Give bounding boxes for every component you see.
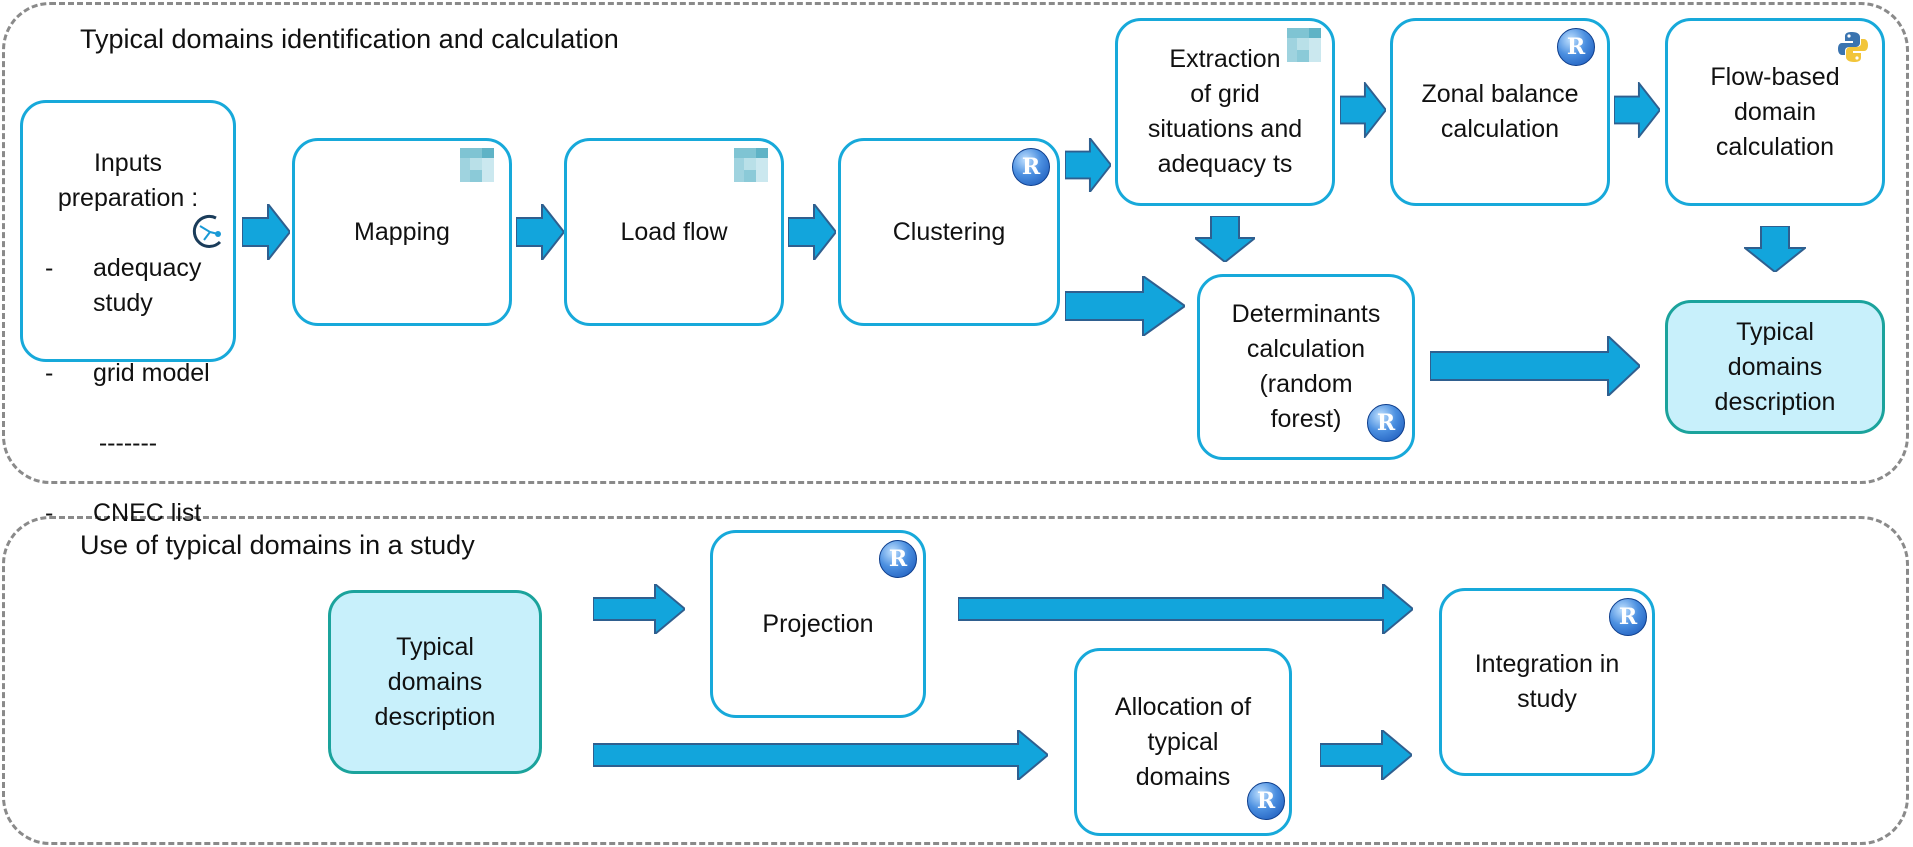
inputs-item-label: adequacy study bbox=[93, 254, 202, 317]
group-identification-title: Typical domains identification and calcu… bbox=[80, 24, 619, 54]
arrow-icon bbox=[1195, 216, 1255, 262]
inputs-item-grid: - grid model bbox=[29, 356, 227, 391]
arrow-icon bbox=[1320, 730, 1412, 780]
group-study-use bbox=[2, 516, 1909, 845]
inputs-separator: ------- bbox=[98, 429, 158, 457]
flow-based-box: Flow-based domain calculation bbox=[1665, 18, 1885, 206]
tool-pixel-icon bbox=[460, 148, 494, 182]
arrow-icon bbox=[1614, 82, 1660, 138]
antares-logo-icon bbox=[192, 214, 222, 248]
tool-pixel-icon bbox=[734, 148, 768, 182]
r-logo-icon: R bbox=[1609, 598, 1647, 636]
arrow-icon bbox=[788, 204, 836, 260]
determinants-label: Determinants calculation (random forest) bbox=[1231, 300, 1381, 433]
zonal-balance-box: Zonal balance calculation bbox=[1390, 18, 1610, 206]
inputs-item-label: CNEC list bbox=[93, 499, 202, 527]
zonal-balance-label: Zonal balance calculation bbox=[1421, 80, 1579, 143]
inputs-preparation-box: Inputs preparation : - adequacy study - … bbox=[20, 100, 236, 527]
typical-domains-description-box: Typical domains description bbox=[1665, 300, 1885, 434]
r-logo-icon: R bbox=[1367, 404, 1405, 442]
r-logo-icon: R bbox=[1012, 148, 1050, 186]
bullet-dash: - bbox=[45, 254, 54, 282]
arrow-icon bbox=[1065, 276, 1185, 336]
arrow-icon bbox=[1744, 226, 1806, 272]
allocation-label: Allocation of typical domains bbox=[1114, 692, 1252, 791]
inputs-preparation-title: Inputs preparation : bbox=[57, 149, 199, 212]
inputs-item-label: grid model bbox=[93, 359, 210, 387]
mapping-box: Mapping bbox=[292, 138, 512, 326]
inputs-item-cnec: - CNEC list bbox=[29, 496, 227, 531]
r-logo-icon: R bbox=[1247, 782, 1285, 820]
arrow-icon bbox=[1340, 82, 1386, 138]
r-logo-icon: R bbox=[1557, 28, 1595, 66]
arrow-icon bbox=[1065, 138, 1111, 192]
arrow-icon bbox=[242, 204, 290, 260]
inputs-item-adequacy: - adequacy study bbox=[29, 251, 227, 321]
typical-domains-input-label: Typical domains description bbox=[374, 632, 496, 731]
arrow-icon bbox=[1430, 336, 1640, 396]
arrow-icon bbox=[516, 204, 564, 260]
r-logo-icon: R bbox=[879, 540, 917, 578]
extraction-label: Extraction of grid situations and adequa… bbox=[1147, 45, 1303, 178]
projection-label: Projection bbox=[762, 609, 874, 638]
arrow-icon bbox=[593, 584, 685, 634]
flow-based-label: Flow-based domain calculation bbox=[1710, 62, 1840, 161]
load-flow-label: Load flow bbox=[620, 217, 728, 246]
bullet-dash: - bbox=[45, 499, 54, 527]
typical-domains-input-box: Typical domains description bbox=[328, 590, 542, 774]
bullet-dash: - bbox=[45, 359, 54, 387]
mapping-label: Mapping bbox=[354, 217, 450, 246]
group-study-use-title: Use of typical domains in a study bbox=[80, 530, 475, 560]
group-identification bbox=[2, 2, 1909, 484]
determinants-box: Determinants calculation (random forest) bbox=[1197, 274, 1415, 460]
clustering-label: Clustering bbox=[892, 217, 1006, 246]
integration-label: Integration in study bbox=[1474, 650, 1620, 713]
python-logo-icon bbox=[1838, 32, 1868, 62]
tool-pixel-icon bbox=[1287, 28, 1321, 62]
arrow-icon bbox=[593, 730, 1048, 780]
typical-domains-description-label: Typical domains description bbox=[1714, 317, 1836, 416]
arrow-icon bbox=[958, 584, 1413, 634]
